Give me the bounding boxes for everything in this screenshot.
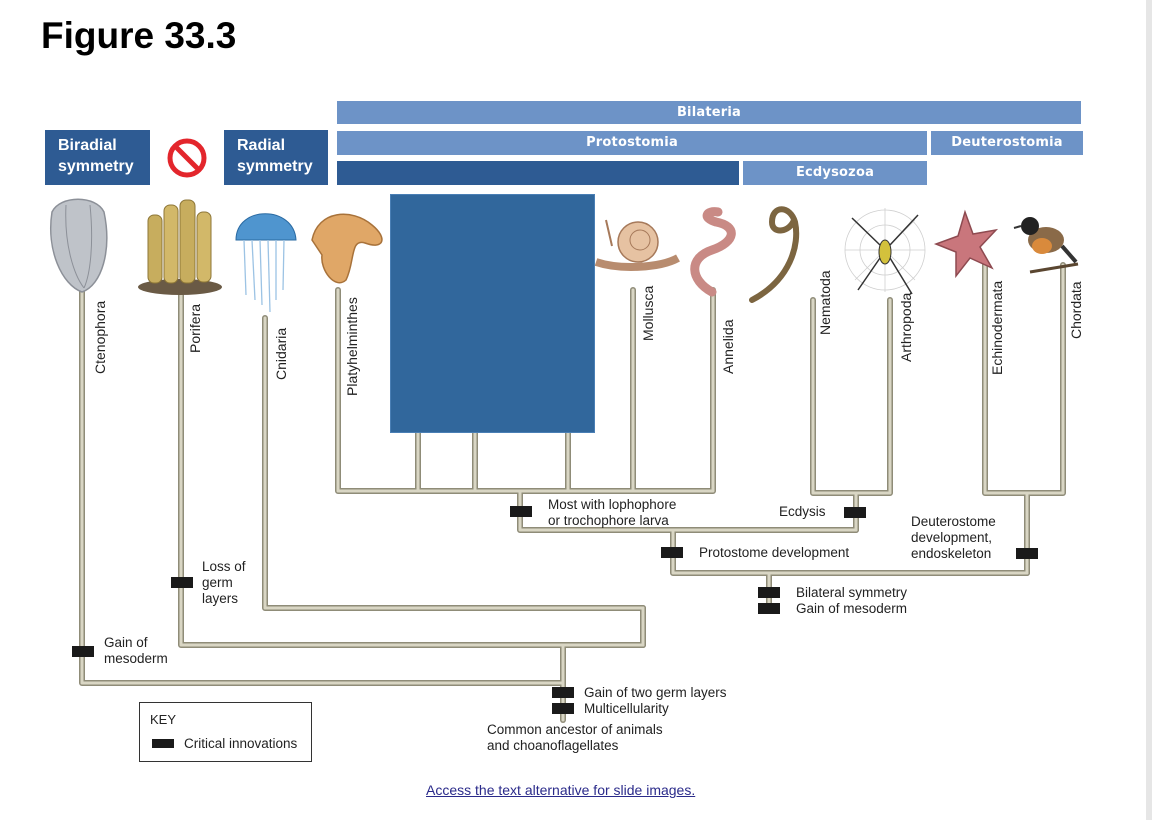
taxon-porifera: Porifera <box>187 303 203 353</box>
mollusca-illustration <box>594 219 680 271</box>
deuterostomia-bar: Deuterostomia <box>931 131 1083 155</box>
marker-deuterostome <box>1016 548 1038 559</box>
radial-symmetry-box: Radial symmetry <box>224 130 328 185</box>
porifera-illustration <box>138 199 222 295</box>
echinodermata-illustration <box>933 209 999 279</box>
nematoda-illustration <box>749 206 800 303</box>
ecdysozoa-bar: Ecdysozoa <box>743 161 927 185</box>
figure-title: Figure 33.3 <box>41 15 237 56</box>
platyhelminthes-illustration <box>311 213 383 284</box>
marker-protostome <box>661 547 683 558</box>
key-swatch <box>152 739 174 748</box>
taxon-chordata: Chordata <box>1068 281 1084 339</box>
hidden-content-box <box>390 194 595 433</box>
taxon-ctenophora: Ctenophora <box>92 300 108 374</box>
key-item-label: Critical innovations <box>184 736 298 751</box>
annotation-common-ancestor: Common ancestor of animals and choanofla… <box>487 722 663 753</box>
annotation-deuterostome: Deuterostome development, endoskeleton <box>911 514 996 561</box>
marker-mesoderm <box>758 603 780 614</box>
taxon-arthropoda: Arthropoda <box>898 292 914 362</box>
ctenophora-illustration <box>50 198 108 293</box>
marker-multicellularity <box>552 703 574 714</box>
annelida-illustration <box>690 207 736 297</box>
taxon-annelida: Annelida <box>720 319 736 375</box>
taxon-cnidaria: Cnidaria <box>273 327 289 380</box>
taxon-echinodermata: Echinodermata <box>989 280 1005 375</box>
marker-gain-mesoderm <box>72 646 94 657</box>
cnidaria-illustration <box>235 213 297 313</box>
annotation-gain-mesoderm: Gain of mesoderm <box>104 635 168 666</box>
arthropoda-illustration <box>844 208 926 295</box>
marker-two-germ-layers <box>552 687 574 698</box>
text-alternative-link[interactable]: Access the text alternative for slide im… <box>426 782 696 798</box>
marker-bilateral <box>758 587 780 598</box>
biradial-symmetry-box: Biradial symmetry <box>45 130 150 185</box>
legend-key: KEY Critical innovations <box>139 702 312 762</box>
annotation-bilateral: Bilateral symmetry Gain of mesoderm <box>796 585 908 616</box>
bilateria-bar: Bilateria <box>337 101 1081 124</box>
taxon-nematoda: Nematoda <box>817 270 833 335</box>
marker-loss-germ-layers <box>171 577 193 588</box>
chordata-illustration <box>1013 217 1079 274</box>
taxon-mollusca: Mollusca <box>640 285 656 341</box>
annotation-lophophore: Most with lophophore or trochophore larv… <box>548 497 677 528</box>
protostomia-bar: Protostomia <box>337 131 927 155</box>
lophotrochozoa-bar <box>337 161 739 185</box>
key-title: KEY <box>150 712 177 727</box>
forbidden-icon <box>160 130 214 185</box>
annotation-ecdysis: Ecdysis <box>779 504 826 519</box>
annotation-loss-germ-layers: Loss of germ layers <box>202 559 246 606</box>
marker-ecdysis <box>844 507 866 518</box>
annotation-two-germ-layers: Gain of two germ layers Multicellularity <box>584 685 727 716</box>
annotation-protostome: Protostome development <box>699 545 850 560</box>
marker-lophophore <box>510 506 532 517</box>
scrollbar[interactable] <box>1146 0 1152 820</box>
taxon-platyhelminthes: Platyhelminthes <box>344 297 360 396</box>
